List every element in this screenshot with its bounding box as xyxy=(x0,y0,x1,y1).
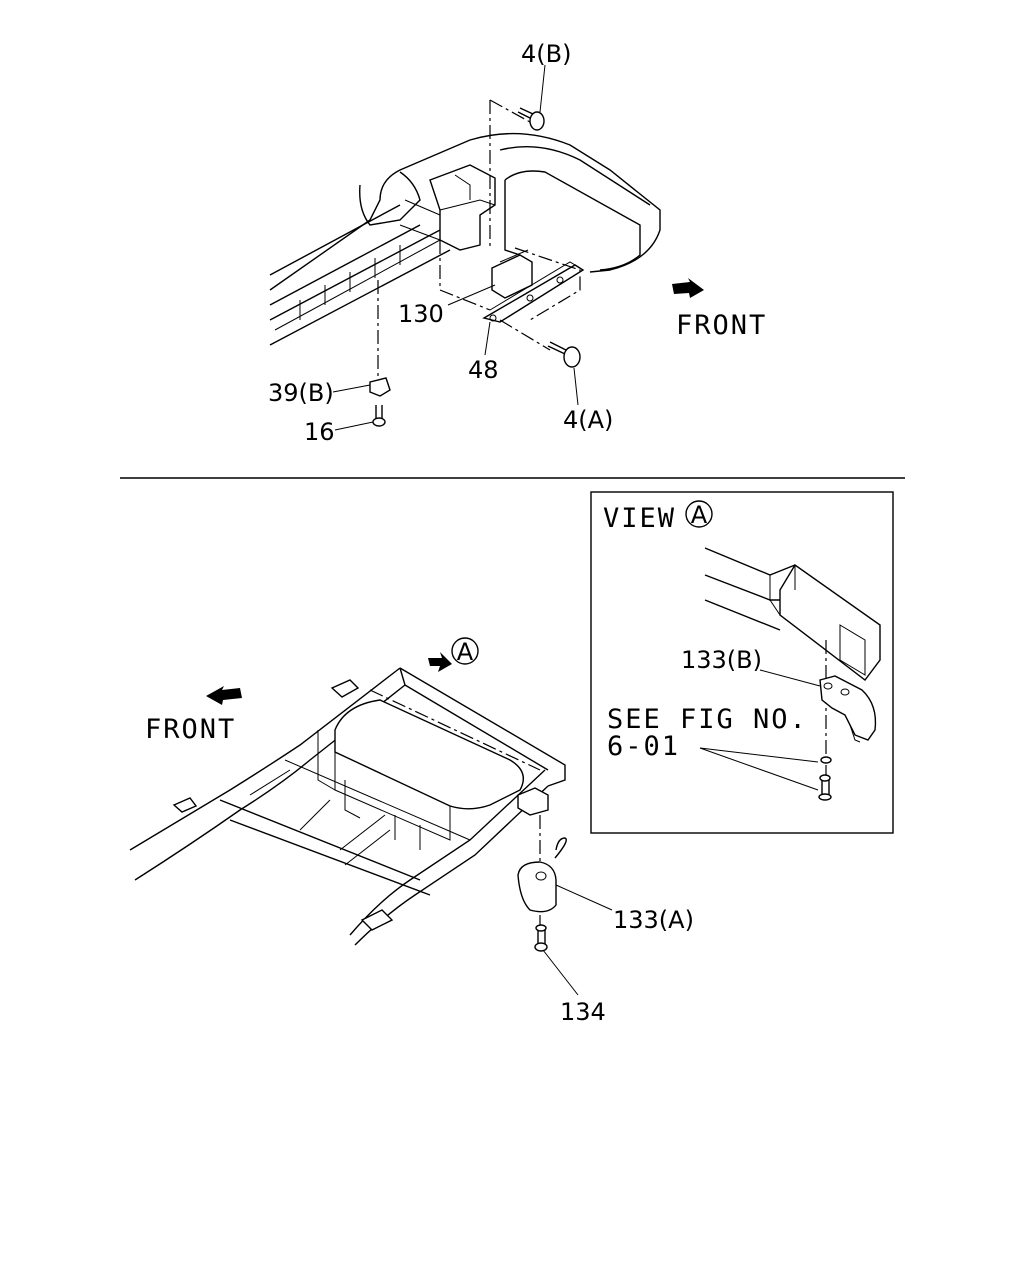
note-fig-number: 6-01 xyxy=(607,731,680,762)
callout-133b: 133(B) xyxy=(681,646,762,674)
callout-4a: 4(A) xyxy=(563,406,613,434)
assembly-line-bolt xyxy=(499,319,551,351)
detail-marker-circle xyxy=(685,500,713,528)
callout-133a: 133(A) xyxy=(613,906,694,934)
tow-hook-133b xyxy=(819,675,877,743)
front-label-top: FRONT xyxy=(676,310,767,341)
callout-16: 16 xyxy=(304,418,335,446)
callout-39b: 39(B) xyxy=(268,379,334,407)
tow-hook-133a xyxy=(517,787,567,913)
detail-view-a: VIEW A 133(B) SEE FIG xyxy=(590,491,894,834)
top-assembly-view: FRONT 4(B) 130 48 4(A) 39(B) 16 xyxy=(268,40,767,446)
view-a-marker: A xyxy=(457,638,474,666)
view-a-arrow-icon xyxy=(428,652,452,672)
callout-48: 48 xyxy=(468,356,499,384)
fuel-tank xyxy=(317,699,524,850)
detail-bolt xyxy=(818,774,832,801)
nut-39b xyxy=(369,377,391,397)
front-arrow-icon xyxy=(672,278,704,298)
front-arrow-icon-bottom xyxy=(206,686,242,705)
bolt-4b xyxy=(517,107,545,131)
washer xyxy=(820,756,832,764)
clip-48 xyxy=(482,261,585,323)
detail-marker: A xyxy=(691,501,708,529)
detail-title: VIEW xyxy=(603,503,676,534)
assembly-line-box xyxy=(439,240,581,321)
chassis-frame xyxy=(129,667,566,946)
note-see-fig: SEE FIG NO. xyxy=(607,704,808,735)
callout-134: 134 xyxy=(560,998,606,1026)
detail-frame-beam xyxy=(704,547,881,681)
assembly-line-frame xyxy=(489,99,531,123)
detail-frame xyxy=(590,491,894,834)
bolt-134 xyxy=(534,924,548,952)
frame-view: A FRONT 133(A) 134 xyxy=(129,637,694,1026)
callout-4b: 4(B) xyxy=(521,40,571,68)
bolt-16 xyxy=(372,405,386,427)
front-label-bottom: FRONT xyxy=(145,714,236,745)
side-rail-panel xyxy=(269,132,661,346)
view-a-circle xyxy=(451,637,479,665)
callout-130: 130 xyxy=(398,300,444,328)
bracket-130 xyxy=(491,249,533,299)
bolt-4a xyxy=(547,341,581,368)
frame-centerline xyxy=(369,689,541,771)
